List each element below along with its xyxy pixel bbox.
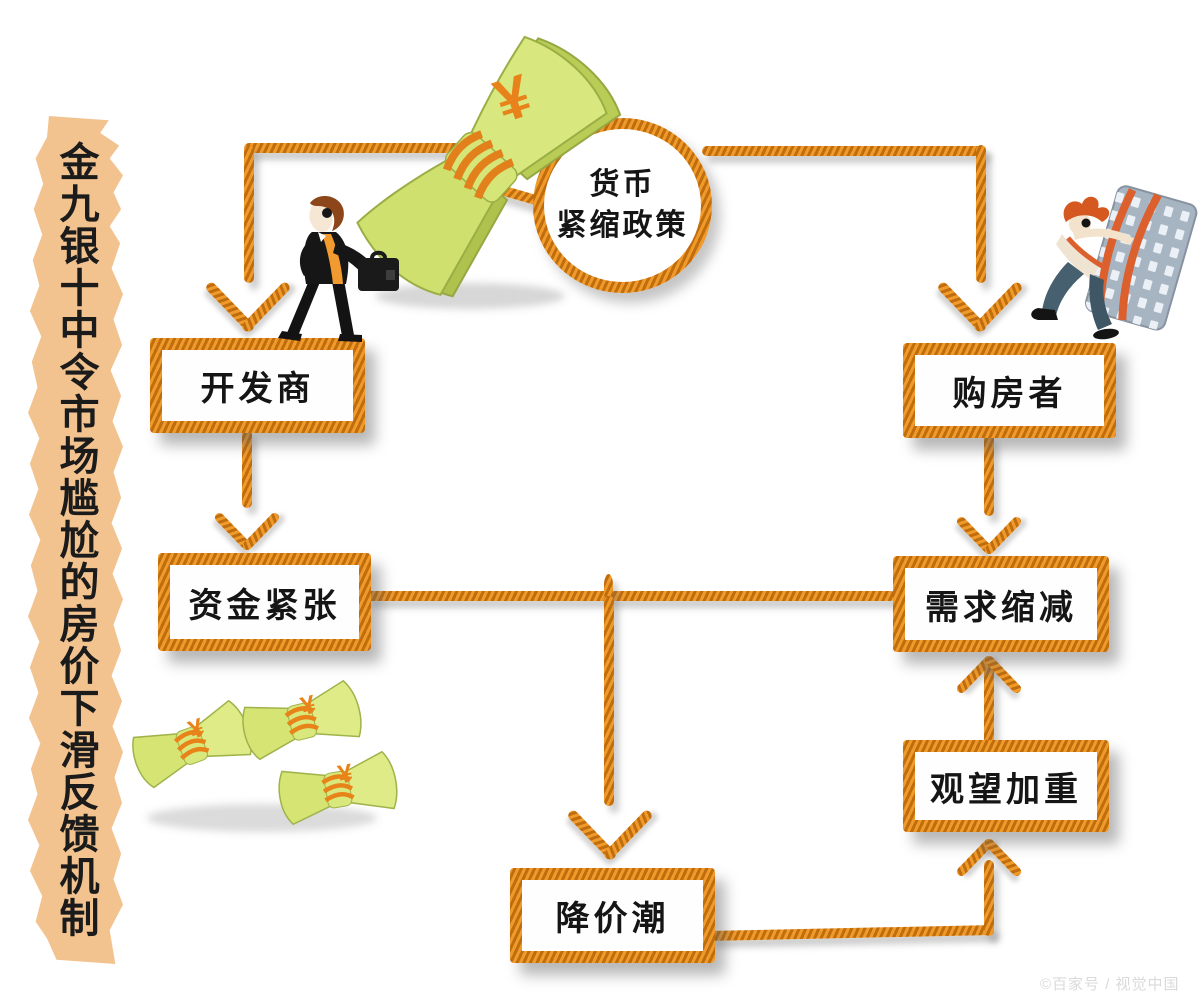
node-wait-and-see: 观望加重	[903, 740, 1109, 832]
arrow-bar	[983, 654, 1023, 695]
arrowhead-into-capital	[211, 505, 283, 555]
node-label: 需求缩减	[905, 568, 1097, 640]
rope-top-right-vertical	[976, 145, 986, 283]
strap	[1118, 193, 1162, 321]
sunglasses	[322, 208, 332, 218]
rope-pricecut-to-wait-horizontal	[707, 925, 995, 941]
arrow-bar	[983, 515, 1023, 556]
arrow-bar	[602, 808, 654, 862]
title-banner: 金九银十中令市场尴尬的房价下滑反馈机制	[28, 116, 123, 964]
bundles-shadow	[147, 804, 377, 832]
node-monetary-policy: 货币 紧缩政策	[533, 118, 712, 293]
building	[1084, 185, 1198, 331]
node-label: 观望加重	[915, 752, 1097, 820]
orange-hair	[1063, 196, 1110, 222]
sunglasses	[1081, 218, 1091, 228]
rope-top-left-vertical	[244, 145, 254, 283]
house-carrier-illustration	[1031, 185, 1198, 340]
node-home-buyer: 购房者	[903, 343, 1116, 438]
arrow-bar	[241, 511, 281, 552]
rope-pricecut-to-wait-vertical	[984, 860, 994, 936]
rope-top-right-horizontal	[702, 146, 986, 156]
node-demand-shrink: 需求缩减	[893, 556, 1109, 652]
node-label: 资金紧张	[170, 565, 359, 639]
businessman-illustration	[278, 195, 399, 342]
money-bundle-small	[275, 750, 400, 827]
arrowhead-into-pricecut	[562, 802, 658, 864]
arrowhead-into-demand	[953, 509, 1025, 559]
node-developer: 开发商	[150, 338, 365, 433]
orange-tie	[322, 234, 343, 284]
hair	[310, 195, 344, 231]
node-price-cut-wave: 降价潮	[510, 868, 715, 963]
arrow-bar	[240, 280, 292, 334]
node-capital-tight: 资金紧张	[158, 553, 371, 651]
rope-center-to-pricecut	[604, 596, 614, 806]
policy-line1: 货币	[589, 168, 656, 201]
arrowhead-into-wait	[953, 831, 1025, 881]
page-title: 金九银十中令市场尴尬的房价下滑反馈机制	[53, 141, 99, 939]
rope-buyer-to-demand	[984, 434, 994, 516]
rope-capital-demand-horizontal	[366, 591, 896, 601]
arrowhead-into-developer	[200, 274, 296, 336]
node-monetary-policy-label: 货币 紧缩政策	[544, 129, 701, 282]
shoe	[1093, 328, 1119, 340]
strap	[1095, 188, 1137, 312]
money-bundle-small	[238, 679, 366, 764]
watermark: ©百家号 / 视觉中国	[1040, 976, 1180, 993]
rope-top-left-horizontal	[244, 143, 470, 153]
arrow-bar	[983, 837, 1023, 878]
rope-developer-to-capital	[242, 430, 252, 508]
money-bundle-small	[127, 698, 257, 793]
arrowhead-into-demand-from-wait	[953, 648, 1025, 698]
rope-junction-knot	[604, 574, 613, 596]
node-label: 降价潮	[522, 880, 703, 951]
shoe	[1031, 308, 1058, 320]
bundle-shadow	[375, 283, 565, 309]
briefcase	[358, 258, 399, 291]
node-label: 购房者	[915, 355, 1104, 426]
rope-wait-to-demand	[984, 656, 994, 744]
policy-line2: 紧缩政策	[556, 208, 689, 242]
node-label: 开发商	[162, 350, 353, 421]
arrow-bar	[972, 280, 1024, 334]
yuan-symbol-large-icon: ¥	[486, 61, 539, 135]
arrowhead-into-buyer	[932, 274, 1028, 336]
